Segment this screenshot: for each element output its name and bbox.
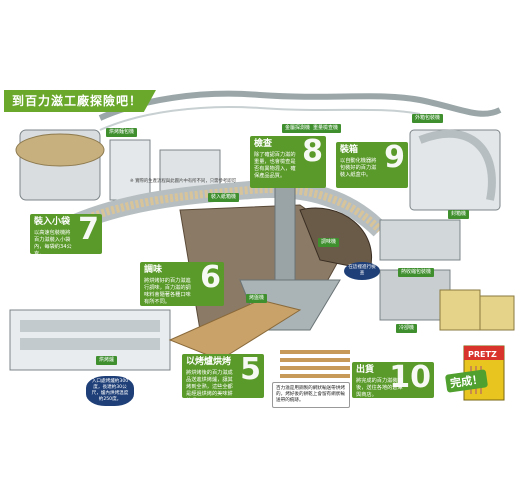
- step-6-card: 調味 將烘烤好的百力滋進行調味，百力滋的調味料會隨著各種口味有所不同。 6: [140, 260, 224, 306]
- explanation-box: 百力滋是用鋼製的網狀輸送帶烘烤的，烤好後的餅乾上會留有網狀輸送帶的痕跡。: [272, 382, 350, 408]
- inspection-note: 在這裡進行檢查: [344, 262, 380, 280]
- pallet-boxes: [439, 289, 481, 331]
- label-l4: 裝入紙箱機: [208, 193, 240, 202]
- step-9-number: 9: [384, 140, 405, 175]
- step-8-heading: 檢查: [254, 139, 273, 149]
- label-l5: 調味機: [318, 238, 340, 247]
- overhead-rail-2: [99, 105, 421, 131]
- label-l9: 封箱機: [448, 210, 470, 219]
- step-5-number: 5: [240, 352, 261, 387]
- label-l7: 外箱包裝機: [412, 114, 444, 123]
- step-5-heading: 以烤爐烘烤: [186, 357, 232, 367]
- product-name: PRETZ: [468, 350, 497, 359]
- oven-panel: [20, 338, 160, 350]
- oven-panel: [20, 320, 160, 332]
- label-l2: 金屬探測機: [282, 124, 314, 133]
- step-8-card: 檢查 除了確認百力滋的重量，也會檢查是否有異物混入，確保產品品質。 8: [250, 134, 326, 188]
- step-7-body: 以高速包裝機將百力滋裝入小袋內，每袋約34公克。: [34, 230, 72, 257]
- label-l8: 熱收縮包裝機: [398, 268, 435, 277]
- step-9-body: 以自動化機器將包裝好的百力滋裝入紙盒中。: [340, 158, 377, 178]
- step-5-card: 以烤爐烘烤 將烘烤後的百力滋成品送進烘烤爐，讓其烤到全熟，這些全都是經過烘烤的美…: [182, 352, 264, 404]
- step-6-heading: 調味: [144, 265, 163, 275]
- shrink-wrapper: [379, 269, 451, 321]
- step-10-heading: 出貨: [356, 365, 375, 375]
- step-9-heading: 裝箱: [340, 145, 359, 155]
- label-l10: 冷卻機: [396, 324, 418, 333]
- box-conveyor: [418, 129, 496, 201]
- pretzel-conveyor: [168, 299, 302, 361]
- step-10-card: 出貨 將完成的百力滋裝箱後，送往各地的倉庫與商店。 10: [352, 360, 434, 398]
- step-10-number: 10: [389, 360, 431, 395]
- step-7-number: 7: [78, 212, 99, 247]
- feed-bowl: [15, 133, 105, 167]
- pretzel-stream: [58, 185, 383, 234]
- step-6-number: 6: [200, 260, 221, 295]
- step-9-card: 裝箱 以自動化機器將包裝好的百力滋裝入紙盒中。 9: [336, 140, 408, 188]
- pallet-boxes: [479, 295, 515, 331]
- label-l11: 烤盤機: [246, 294, 268, 303]
- label-l1: 烘烤麵包機: [106, 128, 138, 137]
- step-5-body: 將烘烤後的百力滋成品送進烘烤爐，讓其烤到全熟，這些全都是經過烘烤的美味餅乾喔。: [186, 370, 233, 404]
- case-packer: [379, 219, 461, 261]
- step-7-card: 裝入小袋 以高速包裝機將百力滋裝入小袋內，每袋約34公克。 7: [30, 212, 102, 257]
- step-6-body: 將烘烤好的百力滋進行調味，百力滋的調味料會隨著各種口味有所不同。: [144, 278, 191, 305]
- step-7-heading: 裝入小袋: [34, 217, 71, 227]
- pretzel-samples: [280, 350, 350, 378]
- step-10-body: 將完成的百力滋裝箱後，送往各地的倉庫與商店。: [356, 378, 403, 398]
- machine-block: [109, 139, 151, 201]
- oven-note: 入口處烤爐約300度，長達約30公尺，爐內烘烤溫度約250度。: [86, 376, 134, 406]
- disclaimer-caption: ※ 實際的生產流程與此圖片中有所不同，只需參考即可: [130, 179, 237, 184]
- step-8-number: 8: [302, 134, 323, 169]
- step-8-body: 除了確認百力滋的重量，也會檢查是否有異物混入，確保產品品質。: [254, 152, 296, 179]
- label-l3: 重量檢查機: [310, 124, 342, 133]
- page-title: 到百力滋工廠探險吧！: [4, 90, 156, 112]
- overhead-rail: [98, 90, 502, 121]
- label-l6: 烘烤爐: [96, 356, 118, 365]
